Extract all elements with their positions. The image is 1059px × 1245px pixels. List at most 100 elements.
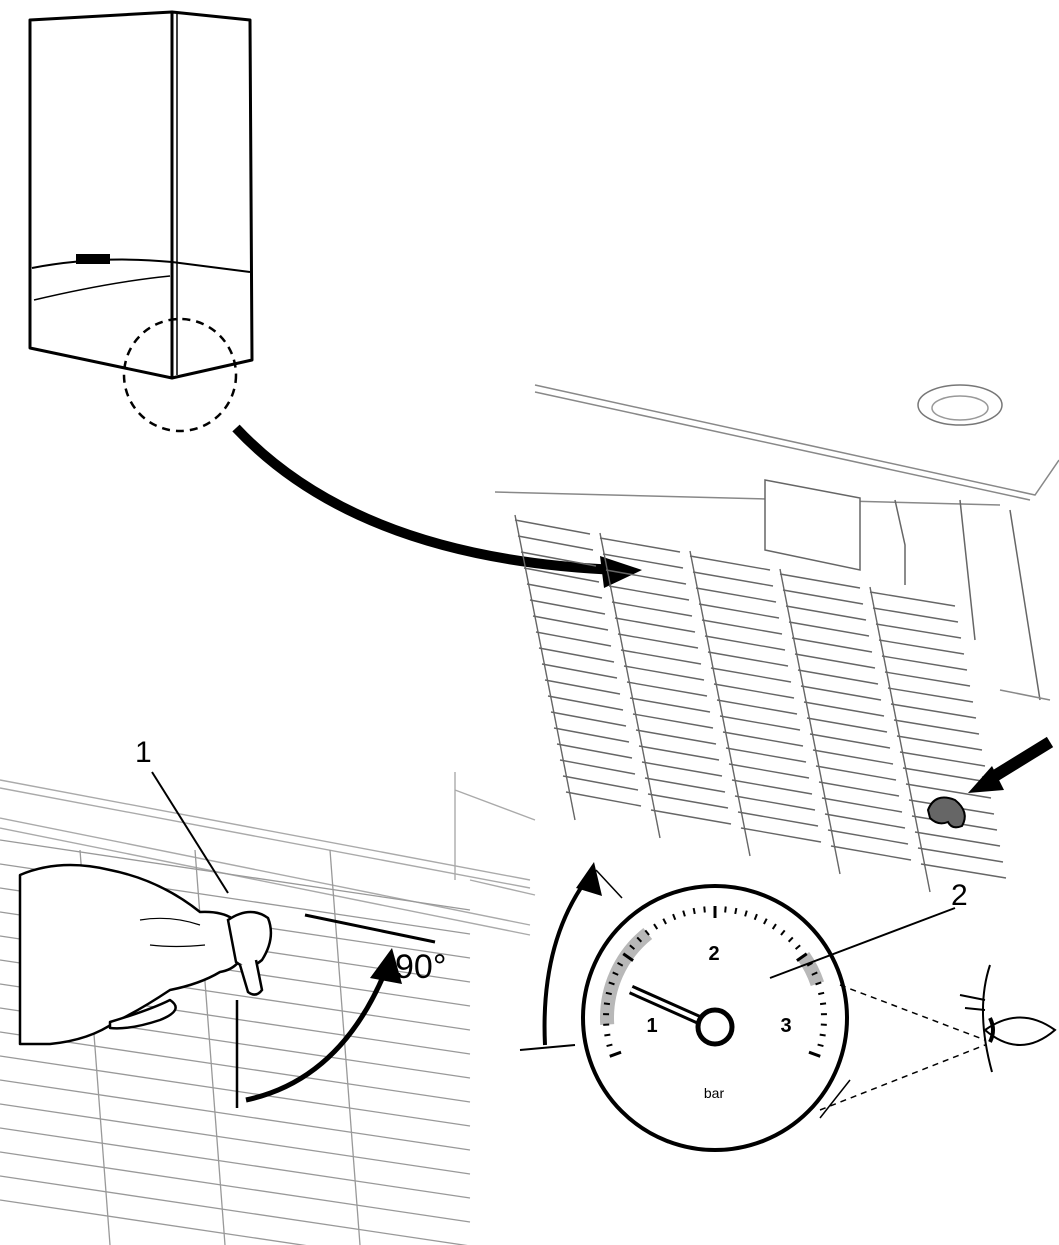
grille-slat <box>725 747 807 763</box>
grille-slat <box>920 863 1007 879</box>
grille-slat <box>872 607 959 623</box>
grille-slat <box>869 591 956 607</box>
grille-slat <box>647 793 729 809</box>
grille-slat <box>532 615 609 631</box>
grille-slat <box>608 585 690 601</box>
grille-slat <box>629 697 711 713</box>
grille-slat <box>638 745 720 761</box>
gauge-tick-label-1: 1 <box>646 1015 657 1037</box>
gauge-tick <box>608 981 615 986</box>
grille-slat <box>827 829 909 845</box>
grille-slat <box>881 655 968 671</box>
grille-slat <box>635 729 717 745</box>
grille-slat <box>514 519 591 535</box>
grille-slat <box>538 647 615 663</box>
grille-slat <box>565 791 642 807</box>
eye-icon <box>959 964 1057 1073</box>
gauge-tick <box>692 907 696 915</box>
grille-slat <box>782 589 864 605</box>
grille-slat <box>914 831 1001 847</box>
knob-indicator-arrowhead <box>968 766 1004 793</box>
gauge-tick <box>612 971 619 976</box>
grille-slat <box>917 847 1004 863</box>
grille-slat <box>704 635 786 651</box>
rotation-arrowhead <box>370 948 402 984</box>
grille-slat <box>541 663 618 679</box>
boiler-logo <box>76 254 110 264</box>
grille-divider <box>869 586 931 893</box>
grille-slat <box>731 779 813 795</box>
grille-slat <box>713 683 795 699</box>
grille-slat <box>614 617 696 633</box>
gauge-tick <box>780 929 786 936</box>
grille-slat <box>899 751 986 767</box>
grille-slat <box>701 619 783 635</box>
grille-slat <box>797 669 879 685</box>
grille-divider <box>514 514 576 821</box>
grille-slat <box>692 571 774 587</box>
grille-slat <box>605 569 687 585</box>
rotation-arrow <box>245 971 388 1103</box>
grille-divider <box>779 568 841 875</box>
grille-slat <box>0 1103 471 1175</box>
gauge-tick <box>724 906 727 913</box>
grille-slat <box>734 795 816 811</box>
callout-2: 2 <box>951 879 968 912</box>
gauge-tick <box>815 981 822 986</box>
gauge-tick <box>817 1043 824 1048</box>
grille-slat <box>556 743 633 759</box>
grille-slat <box>800 685 882 701</box>
grille-slat <box>794 653 876 669</box>
gauge-tick <box>617 961 624 967</box>
hand <box>18 863 248 1046</box>
grille-slat <box>599 537 681 553</box>
gauge-tick <box>787 936 794 943</box>
gauge-tick <box>662 918 667 925</box>
gauge-tick <box>672 913 677 921</box>
hand-knob-panel <box>0 772 536 936</box>
grille-slat <box>884 671 971 687</box>
sight-line-upper <box>839 984 986 1041</box>
grille-slat <box>719 715 801 731</box>
grille-divider <box>689 550 751 857</box>
grille-slat <box>0 1079 471 1151</box>
grille-slat <box>707 651 789 667</box>
grille-slat <box>890 703 977 719</box>
grille-slat <box>650 809 732 825</box>
grille-slat <box>520 551 597 567</box>
gauge-tick <box>644 929 650 936</box>
grille-slat <box>875 623 962 639</box>
gauge-tick <box>744 910 748 917</box>
grille-slat <box>896 735 983 751</box>
filling-knob-closeup <box>226 910 273 996</box>
gauge-tick <box>653 923 659 930</box>
grille-slat <box>893 719 980 735</box>
grille-slat <box>803 701 885 717</box>
grille-slat <box>785 605 867 621</box>
gauge-tick <box>682 910 686 917</box>
gauge-tick <box>808 1050 821 1058</box>
gauge-rotation-arrow <box>542 873 592 1046</box>
detail-circle <box>122 317 238 433</box>
gauge-tick-label-3: 3 <box>780 1015 791 1037</box>
boiler-unit <box>28 10 254 380</box>
grille-slat <box>641 761 723 777</box>
grille-slat <box>632 713 714 729</box>
grille-slat <box>523 567 600 583</box>
grille-slat <box>824 813 906 829</box>
gauge-hub <box>695 1007 735 1047</box>
grille-slat <box>0 1127 471 1199</box>
grille-slat <box>544 679 621 695</box>
grille-slat <box>0 1055 471 1127</box>
grille-slat <box>553 727 630 743</box>
gauge-unit: bar <box>704 1085 725 1101</box>
detail-pointer-arrow <box>232 424 621 575</box>
gauge-tick <box>771 923 777 930</box>
grille-slat <box>710 667 792 683</box>
grille-slat <box>623 665 705 681</box>
gauge-tick <box>703 906 706 913</box>
gauge-tick <box>763 918 768 925</box>
grille-slat <box>722 731 804 747</box>
grille-slat <box>689 555 771 571</box>
